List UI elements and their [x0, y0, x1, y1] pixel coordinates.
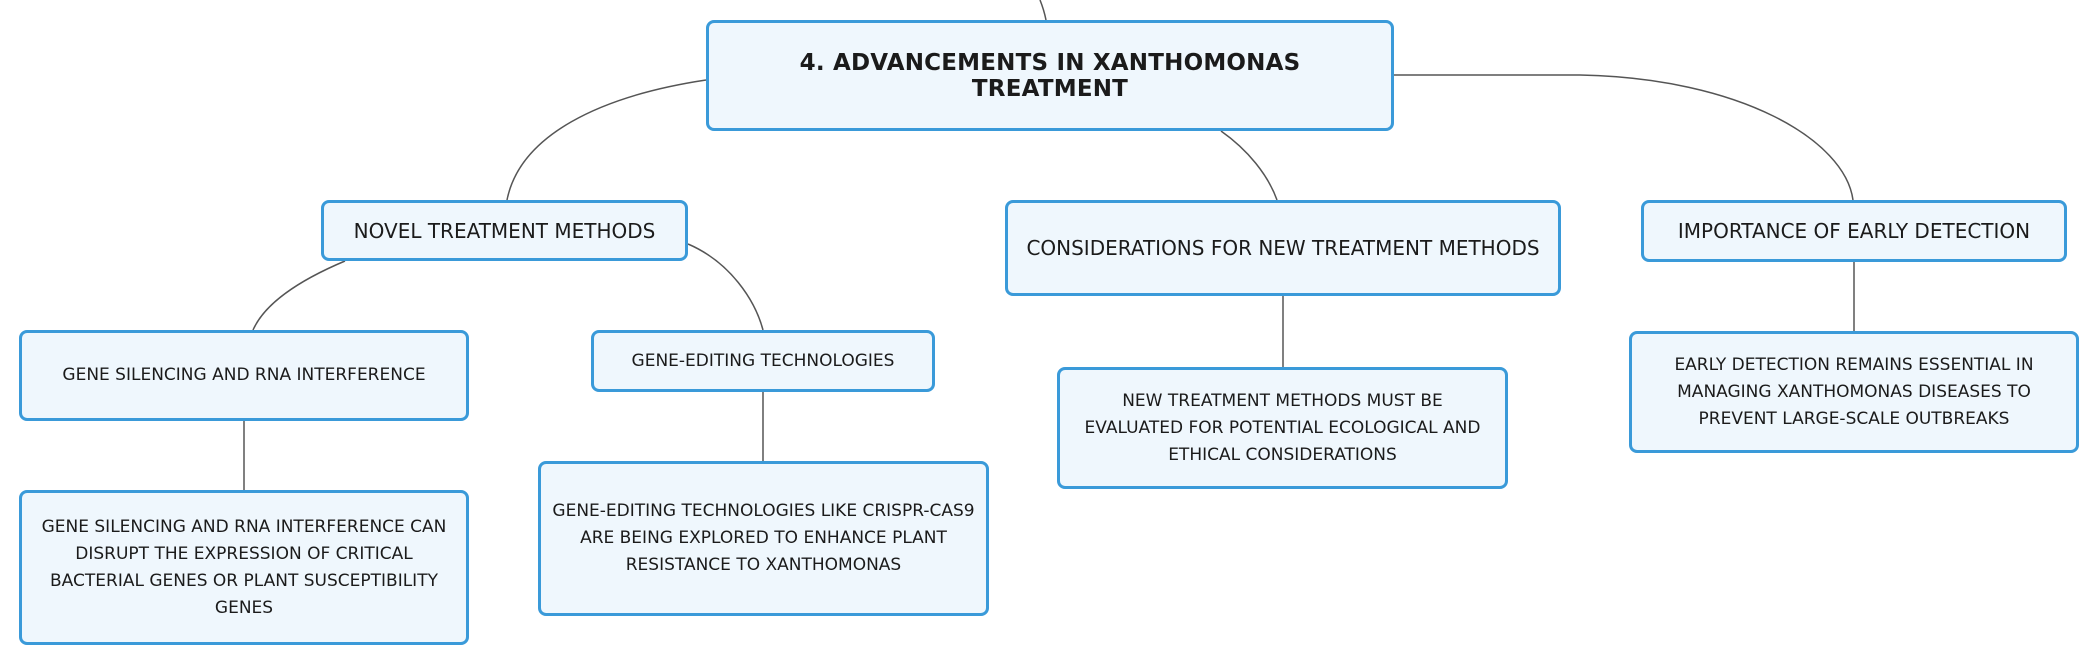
novel-treatment-label: NOVEL TREATMENT METHODS: [353, 218, 656, 243]
considerations-node[interactable]: CONSIDERATIONS FOR NEW TREATMENT METHODS: [1005, 200, 1561, 296]
early-detection-node[interactable]: IMPORTANCE OF EARLY DETECTION: [1641, 200, 2067, 262]
connector-parent-to-root: [1039, 0, 1047, 21]
connector-root-to-early-detection: [1394, 74, 1854, 201]
connector-novel-to-gene-editing: [687, 243, 764, 331]
early-detection-detail-text: EARLY DETECTION REMAINS ESSENTIAL IN MAN…: [1674, 354, 2034, 429]
root-node[interactable]: 4. ADVANCEMENTS IN XANTHOMONAS TREATMENT: [706, 20, 1394, 131]
gene-silencing-detail-text: GENE SILENCING AND RNA INTERFERENCE CAN …: [41, 516, 447, 618]
early-detection-detail-node[interactable]: EARLY DETECTION REMAINS ESSENTIAL IN MAN…: [1629, 331, 2079, 453]
gene-silencing-label: GENE SILENCING AND RNA INTERFERENCE: [62, 365, 426, 385]
considerations-detail-node[interactable]: NEW TREATMENT METHODS MUST BE EVALUATED …: [1057, 367, 1508, 489]
considerations-detail-text: NEW TREATMENT METHODS MUST BE EVALUATED …: [1084, 390, 1481, 465]
gene-silencing-detail-node[interactable]: GENE SILENCING AND RNA INTERFERENCE CAN …: [19, 490, 469, 645]
connector-novel-to-gene-silencing: [252, 260, 346, 331]
connector-root-to-considerations: [1220, 130, 1278, 201]
gene-editing-detail-text: GENE-EDITING TECHNOLOGIES LIKE CRISPR-CA…: [552, 501, 975, 575]
gene-silencing-node[interactable]: GENE SILENCING AND RNA INTERFERENCE: [19, 330, 469, 421]
gene-editing-detail-node[interactable]: GENE-EDITING TECHNOLOGIES LIKE CRISPR-CA…: [538, 461, 989, 616]
connector-root-to-novel: [506, 79, 707, 201]
gene-editing-node[interactable]: GENE-EDITING TECHNOLOGIES: [591, 330, 935, 392]
novel-treatment-node[interactable]: NOVEL TREATMENT METHODS: [321, 200, 688, 261]
gene-editing-label: GENE-EDITING TECHNOLOGIES: [631, 350, 895, 371]
root-node-label: 4. ADVANCEMENTS IN XANTHOMONAS TREATMENT: [799, 49, 1301, 102]
early-detection-label: IMPORTANCE OF EARLY DETECTION: [1677, 219, 2031, 243]
considerations-label: CONSIDERATIONS FOR NEW TREATMENT METHODS: [1026, 236, 1540, 260]
